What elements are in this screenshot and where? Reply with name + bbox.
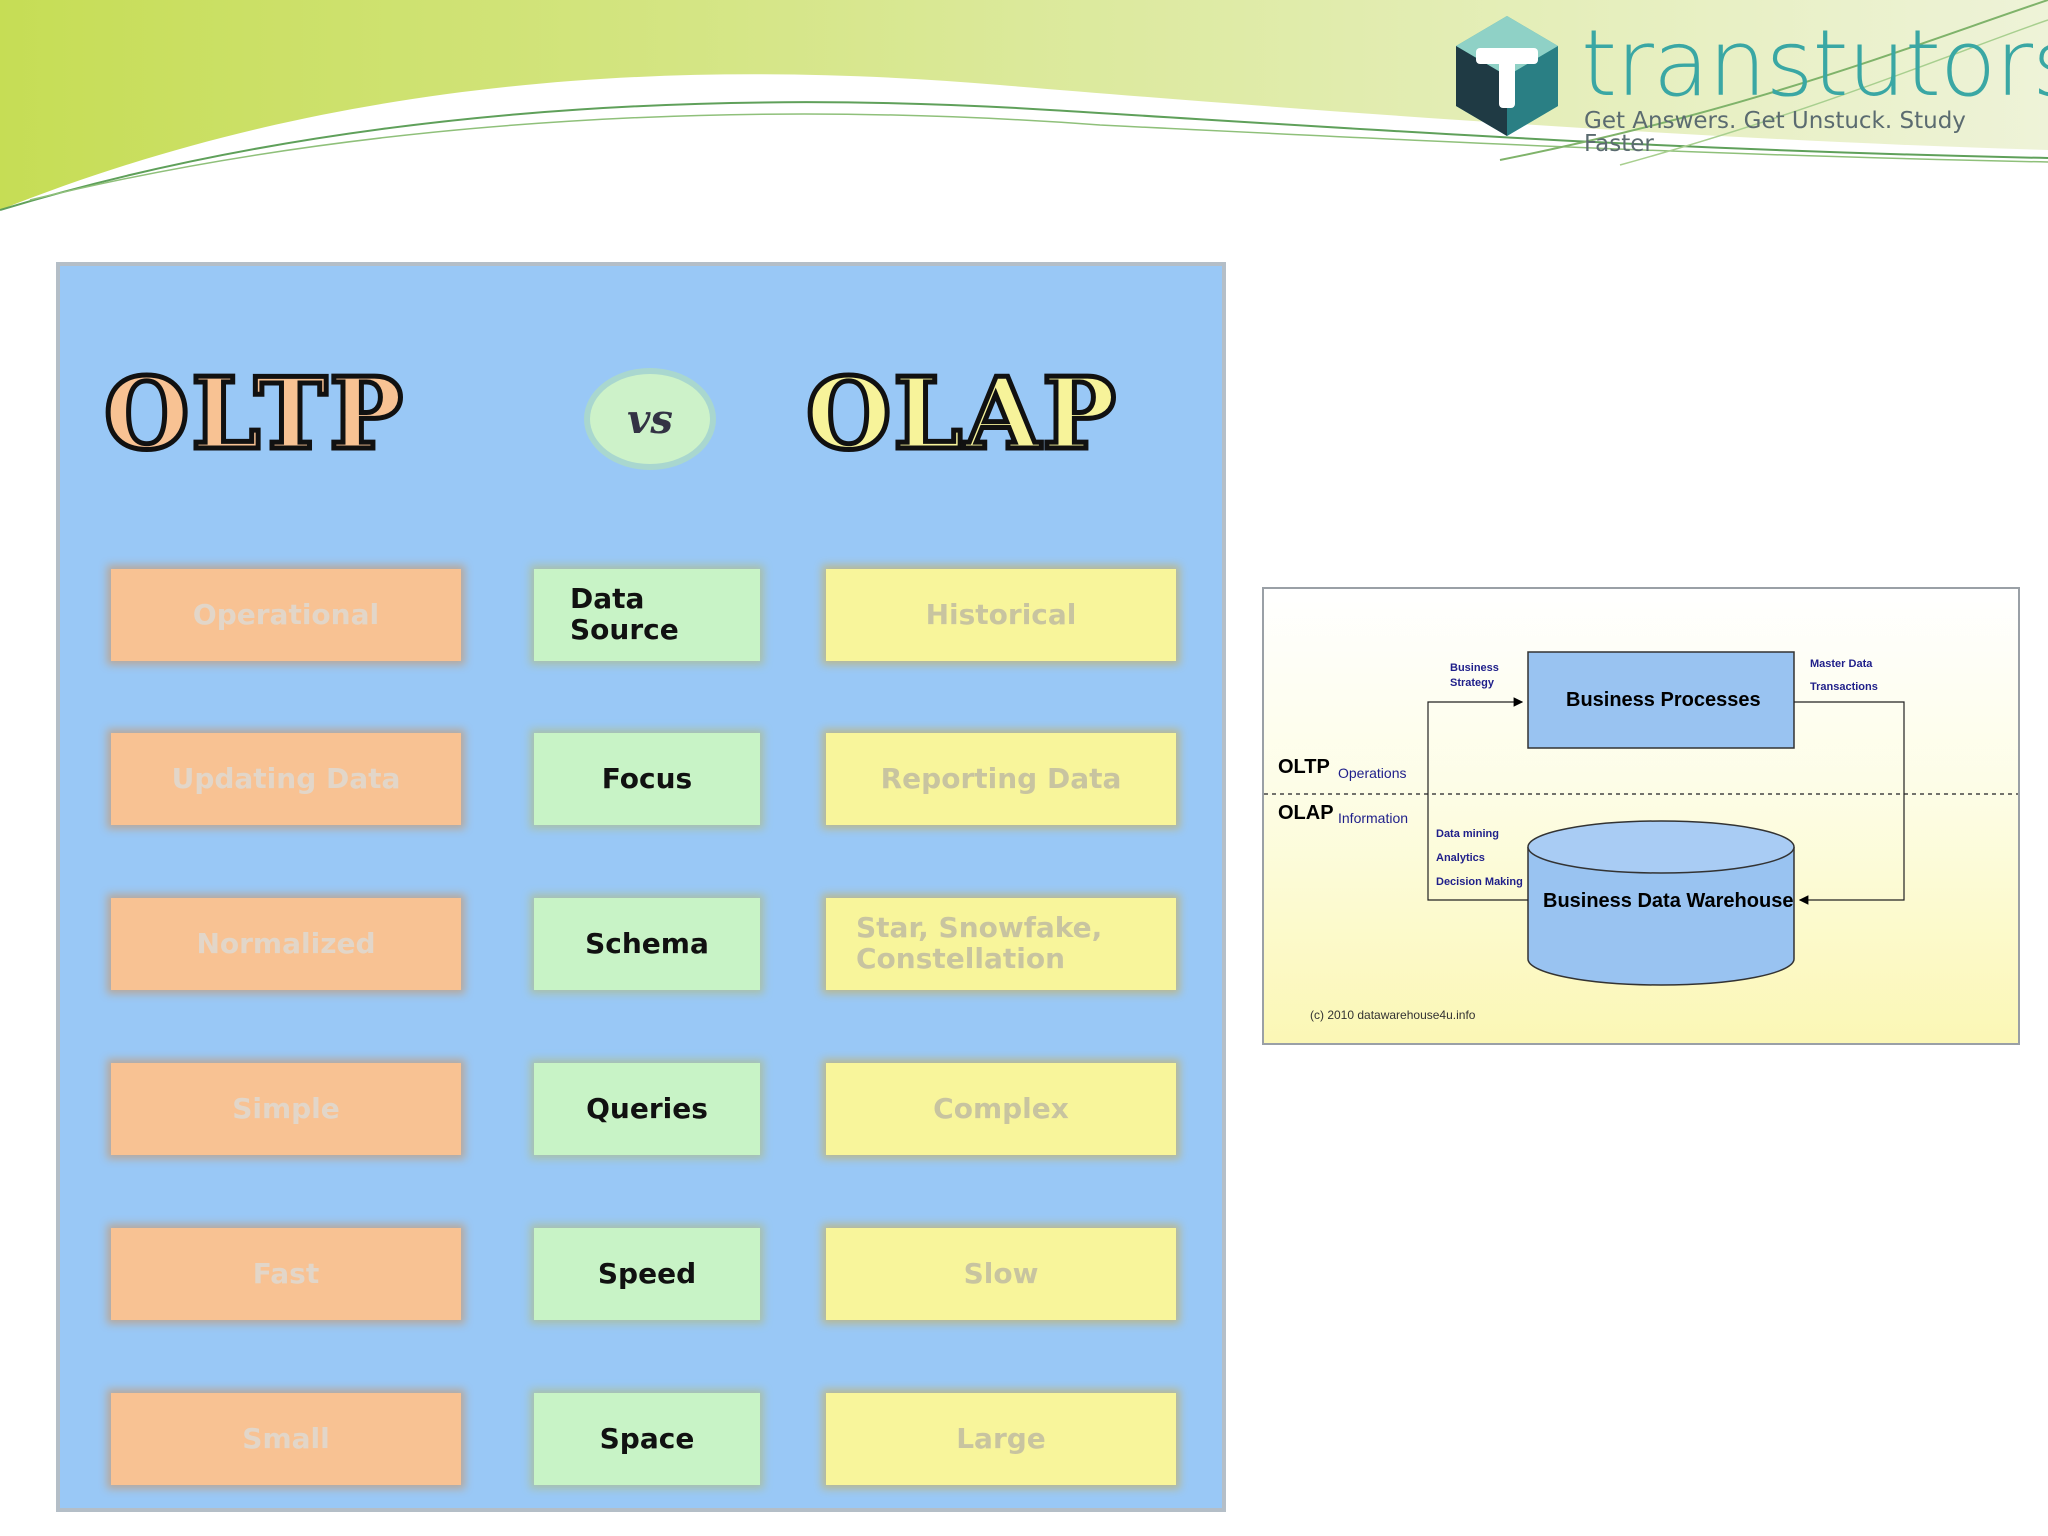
diagram-copyright: (c) 2010 datawarehouse4u.info: [1310, 1008, 1476, 1022]
attribute-cell-focus: Focus: [534, 733, 760, 825]
attribute-cell-data-source: Data Source: [534, 569, 760, 661]
business-processes-box: [1527, 651, 1795, 749]
oltp-cell-space: Small: [111, 1393, 461, 1485]
logo-wordmark: transtutors: [1581, 10, 2048, 117]
business-strategy-arrow: [1427, 697, 1528, 901]
decision-making-label: Decision Making: [1436, 876, 1523, 888]
oltp-label: OLTP: [1278, 756, 1330, 778]
attribute-cell-speed: Speed: [534, 1228, 760, 1320]
analytics-label: Analytics: [1436, 852, 1485, 864]
olap-cell-space: Large: [826, 1393, 1176, 1485]
data-warehouse-diagram: Business Processes Business Data Warehou…: [1262, 587, 2020, 1045]
oltp-cell-speed: Fast: [111, 1228, 461, 1320]
attribute-cell-space: Space: [534, 1393, 760, 1485]
vs-badge: vs: [590, 374, 710, 464]
olap-label: OLAP: [1278, 802, 1334, 824]
transtutors-logo[interactable]: transtutors Get Answers. Get Unstuck. St…: [1440, 10, 2048, 156]
oltp-cell-queries: Simple: [111, 1063, 461, 1155]
attribute-cell-queries: Queries: [534, 1063, 760, 1155]
olap-cell-speed: Slow: [826, 1228, 1176, 1320]
business-strategy-label: Business Strategy: [1450, 662, 1499, 690]
oltp-cell-focus: Updating Data: [111, 733, 461, 825]
olap-cell-focus: Reporting Data: [826, 733, 1176, 825]
olap-title: OLAP: [803, 357, 1119, 472]
data-warehouse-cylinder-top: [1527, 820, 1795, 874]
comparison-title: OLTP vs OLAP: [60, 357, 1222, 486]
attribute-cell-schema: Schema: [534, 898, 760, 990]
transactions-label: Transactions: [1810, 681, 1878, 693]
master-data-label: Master Data: [1810, 658, 1873, 670]
oltp-vs-olap-comparison: OLTP vs OLAP Operational Data Source His…: [56, 262, 1226, 1512]
oltp-title: OLTP: [102, 357, 406, 472]
olap-cell-data-source: Historical: [826, 569, 1176, 661]
transtutors-logo-mark-icon: [1456, 16, 1558, 136]
data-warehouse-label: Business Data Warehouse: [1543, 890, 1794, 912]
olap-information-label: Information: [1338, 810, 1409, 826]
data-mining-label: Data mining: [1436, 828, 1499, 840]
oltp-cell-schema: Normalized: [111, 898, 461, 990]
olap-cell-schema: Star, Snowfake, Constellation: [826, 898, 1176, 990]
dw-diagram-graphics: [1264, 651, 2018, 986]
olap-cell-queries: Complex: [826, 1063, 1176, 1155]
transactions-arrow: [1794, 701, 1905, 905]
oltp-cell-data-source: Operational: [111, 569, 461, 661]
data-warehouse-cylinder: [1527, 847, 1795, 986]
business-processes-label: Business Processes: [1566, 689, 1761, 711]
logo-tagline: Get Answers. Get Unstuck. Study Faster: [1584, 108, 1966, 157]
oltp-operations-label: Operations: [1338, 765, 1407, 781]
